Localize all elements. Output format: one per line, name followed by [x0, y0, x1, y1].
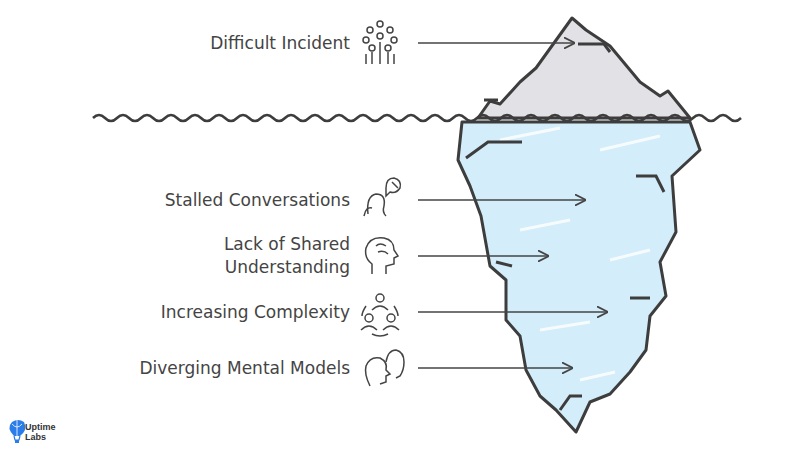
ice-cracks	[466, 142, 664, 410]
iceberg-tip	[478, 18, 690, 118]
water-line	[93, 115, 741, 121]
callout-label: Increasing Complexity	[120, 301, 350, 324]
logo-text: Uptime Labs	[25, 422, 61, 442]
callout-label: Diverging Mental Models	[110, 357, 350, 380]
head-profile-icon	[366, 238, 398, 274]
leader-arrows	[418, 43, 607, 368]
two-heads-icon	[366, 350, 405, 386]
team-icon	[361, 294, 399, 336]
callout-label: Lack of Shared Understanding	[200, 233, 350, 279]
tip-cracks	[484, 44, 610, 100]
iceberg-underwater	[458, 122, 700, 432]
callout-label: Difficult Incident	[120, 32, 350, 55]
callout-label: Stalled Conversations	[120, 189, 350, 212]
group-icon	[363, 21, 397, 64]
ice-highlights	[500, 128, 660, 380]
logo-icon	[9, 419, 25, 443]
conversation-icon	[364, 178, 400, 216]
